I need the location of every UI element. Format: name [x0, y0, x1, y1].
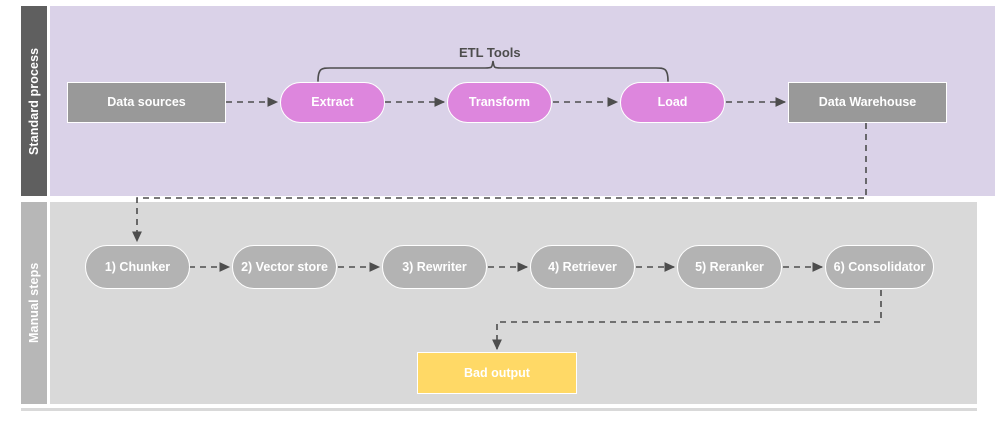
lane-header-standard-process: Standard process: [21, 6, 47, 196]
node-load[interactable]: Load: [620, 82, 725, 123]
etl-tools-label: ETL Tools: [459, 45, 521, 60]
node-label-extract: Extract: [311, 95, 354, 110]
node-vector-store[interactable]: 2) Vector store: [232, 245, 337, 289]
diagram-baseline-rule: [21, 408, 977, 411]
lane-header-manual-steps: Manual steps: [21, 202, 47, 404]
lane-header-label-standard-process: Standard process: [27, 47, 41, 155]
etl-tools-label-text: ETL Tools: [459, 45, 521, 60]
node-consolidator[interactable]: 6) Consolidator: [825, 245, 934, 289]
node-bad-output[interactable]: Bad output: [417, 352, 577, 394]
node-label-consolidator: 6) Consolidator: [833, 259, 926, 274]
node-label-data-warehouse: Data Warehouse: [818, 95, 917, 110]
node-label-rewriter: 3) Rewriter: [402, 259, 467, 274]
node-label-bad-output: Bad output: [464, 365, 530, 380]
node-data-sources[interactable]: Data sources: [67, 82, 226, 123]
node-label-data-sources: Data sources: [107, 95, 186, 110]
node-reranker[interactable]: 5) Reranker: [677, 245, 782, 289]
node-label-reranker: 5) Reranker: [695, 259, 764, 274]
node-extract[interactable]: Extract: [280, 82, 385, 123]
node-label-transform: Transform: [468, 95, 531, 110]
node-data-warehouse[interactable]: Data Warehouse: [788, 82, 947, 123]
node-label-load: Load: [657, 95, 688, 110]
node-chunker[interactable]: 1) Chunker: [85, 245, 190, 289]
node-label-retriever: 4) Retriever: [548, 259, 617, 274]
node-label-chunker: 1) Chunker: [104, 259, 171, 274]
node-label-vector-store: 2) Vector store: [241, 259, 328, 274]
node-rewriter[interactable]: 3) Rewriter: [382, 245, 487, 289]
node-transform[interactable]: Transform: [447, 82, 552, 123]
node-retriever[interactable]: 4) Retriever: [530, 245, 635, 289]
lane-header-label-manual-steps: Manual steps: [27, 262, 41, 344]
